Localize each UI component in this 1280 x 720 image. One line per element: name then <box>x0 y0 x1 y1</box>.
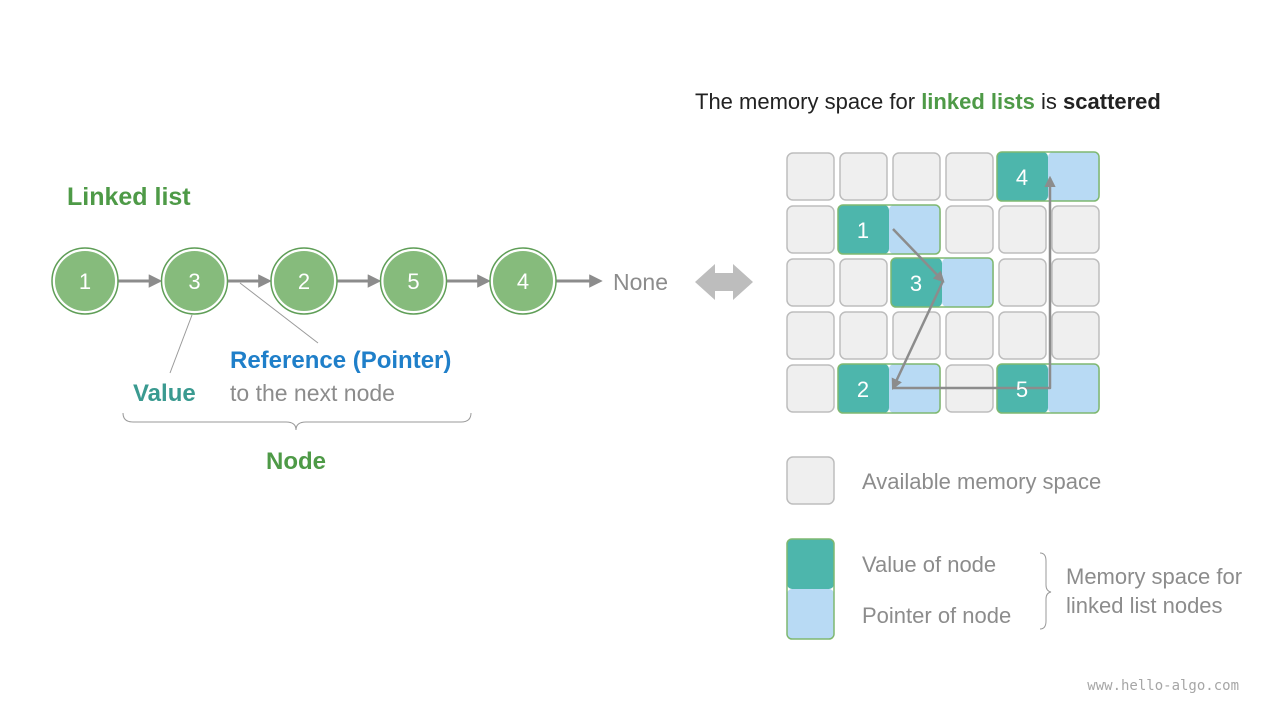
memory-title-prefix: The memory space for <box>695 89 921 114</box>
node-brace <box>122 412 472 431</box>
memory-cell <box>786 258 835 307</box>
legend-value-label: Value of node <box>862 552 996 577</box>
memory-node-value: 4 <box>1016 165 1028 190</box>
memory-node-value: 2 <box>857 377 869 402</box>
list-node: 1 <box>51 247 119 315</box>
value-label: Value <box>133 380 196 407</box>
memory-cell <box>839 258 888 307</box>
legend-available-label: Available memory space <box>862 469 1101 494</box>
list-node: 3 <box>160 247 229 315</box>
memory-title: The memory space for linked lists is sca… <box>695 89 1161 114</box>
memory-node-block <box>996 151 1100 202</box>
memory-node-block <box>837 204 941 255</box>
list-node: 5 <box>379 247 448 315</box>
list-node-circle <box>383 251 444 311</box>
legend-value-swatch <box>787 539 834 589</box>
memory-pointer-arrow <box>893 175 1056 390</box>
list-node-value: 4 <box>517 269 529 294</box>
memory-node-block <box>890 257 994 308</box>
list-node-circle <box>274 251 334 311</box>
list-node-value: 1 <box>79 269 91 294</box>
memory-cell <box>998 205 1047 254</box>
memory-value-cell <box>891 258 942 307</box>
memory-title-highlight: linked lists <box>921 89 1035 114</box>
memory-cell <box>786 311 835 360</box>
memory-cell <box>998 311 1047 360</box>
memory-pointer-cell <box>942 258 993 307</box>
memory-value-cell <box>997 152 1048 201</box>
reference-sub-label: to the next node <box>230 380 395 406</box>
legend-pointer-label: Pointer of node <box>862 603 1011 628</box>
memory-cell <box>839 152 888 201</box>
memory-cell <box>945 205 994 254</box>
memory-node-value: 5 <box>1016 377 1028 402</box>
memory-cell <box>1051 311 1100 360</box>
list-node-value: 5 <box>407 269 419 294</box>
list-node-value: 2 <box>298 269 310 294</box>
memory-node-value: 1 <box>857 218 869 243</box>
memory-value-cell <box>838 205 889 254</box>
memory-pointer-cell <box>889 205 940 254</box>
memory-value-cell <box>838 364 889 413</box>
legend-brace <box>1039 552 1052 630</box>
list-node-value: 3 <box>188 269 200 294</box>
memory-cell <box>839 311 888 360</box>
memory-cell <box>1051 258 1100 307</box>
legend-node-swatch <box>786 538 835 640</box>
memory-cell <box>945 311 994 360</box>
memory-cell <box>786 364 835 413</box>
list-node-circle <box>164 251 225 311</box>
memory-title-bold: scattered <box>1063 89 1161 114</box>
legend-group-line1: Memory space for <box>1066 564 1242 589</box>
reference-label: Reference (Pointer) <box>230 347 451 374</box>
linked-list-title: Linked list <box>67 183 191 211</box>
memory-title-mid: is <box>1035 89 1063 114</box>
node-label: Node <box>266 448 326 475</box>
list-node-circle <box>55 251 115 311</box>
memory-pointer-cell <box>1048 152 1099 201</box>
memory-cell <box>1051 205 1100 254</box>
legend-group-line2: linked list nodes <box>1066 593 1223 618</box>
memory-cell <box>892 152 941 201</box>
memory-cell <box>945 152 994 201</box>
watermark: www.hello-algo.com <box>1087 678 1239 694</box>
memory-node-value: 3 <box>910 271 922 296</box>
none-label: None <box>613 269 668 295</box>
legend-pointer-swatch <box>787 589 834 639</box>
memory-cell <box>998 258 1047 307</box>
memory-pointer-arrow <box>891 280 945 391</box>
memory-pointer-cell <box>1048 364 1099 413</box>
linked-list-nodes: 1 3 2 5 4 <box>51 247 557 315</box>
double-arrow-icon <box>695 264 753 300</box>
value-leader-line <box>169 314 193 374</box>
memory-cell <box>786 152 835 201</box>
list-node-circle <box>493 251 553 311</box>
memory-pointer-arrows <box>891 175 1056 391</box>
legend-available-swatch <box>786 456 835 505</box>
memory-cell <box>786 205 835 254</box>
list-node: 2 <box>270 247 338 315</box>
memory-node-values: 1 3 2 5 4 <box>857 165 1028 402</box>
memory-pointer-arrow <box>892 228 945 283</box>
list-node: 4 <box>489 247 557 315</box>
pointer-leader-line <box>239 282 319 344</box>
